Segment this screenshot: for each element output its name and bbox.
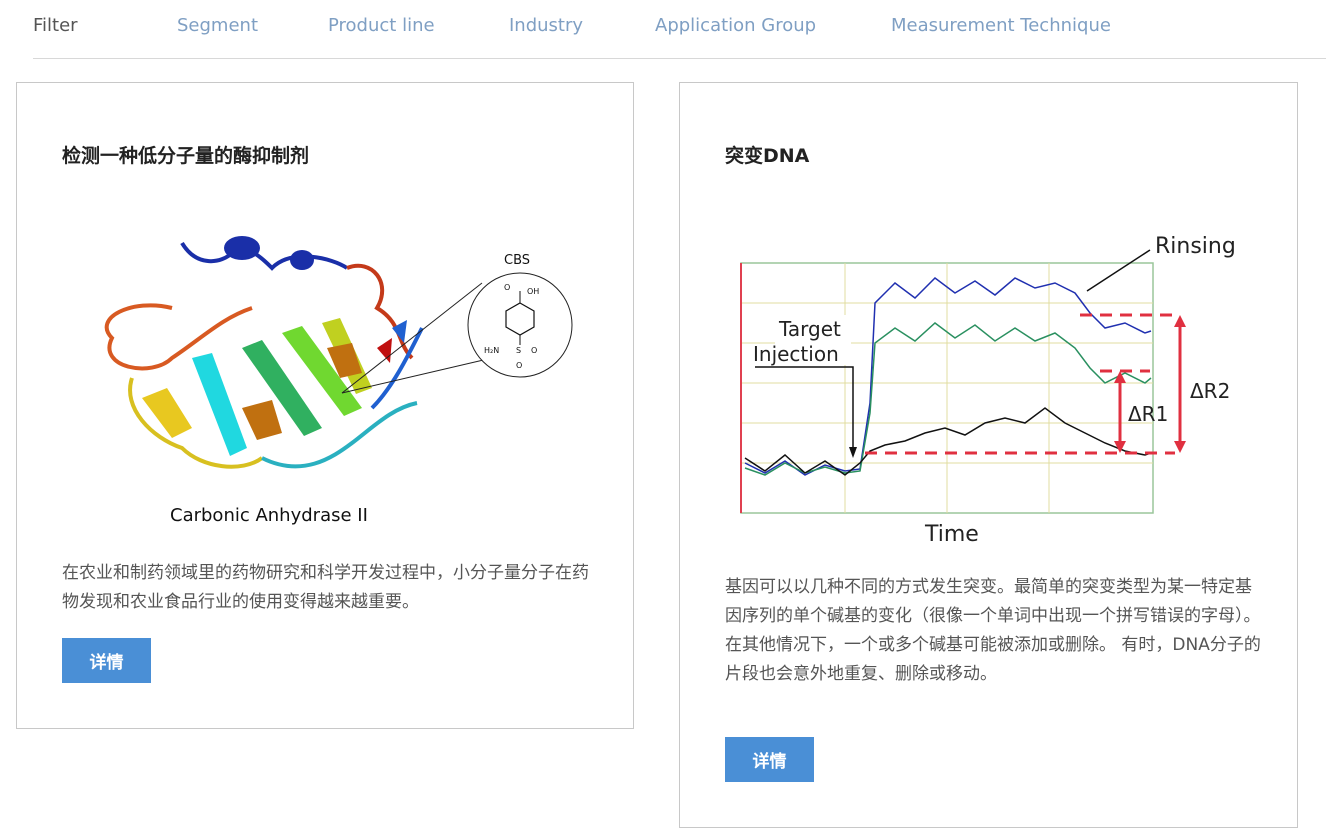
protein-helix-1 xyxy=(224,236,260,260)
filter-segment[interactable]: Segment xyxy=(177,15,258,36)
label-injection: Injection xyxy=(753,342,839,366)
injection-pointer-head xyxy=(849,447,857,458)
label-time: Time xyxy=(924,522,979,547)
protein-sheet-brown-2 xyxy=(327,343,362,378)
protein-sheet-yellow xyxy=(142,388,192,438)
protein-label: Carbonic Anhydrase II xyxy=(170,505,368,526)
atom-carbonyl-o: O xyxy=(504,283,510,292)
protein-sheet-lightgreen xyxy=(282,326,362,416)
trace-blue xyxy=(744,277,1152,476)
atom-s-o: O xyxy=(516,361,522,370)
label-target: Target xyxy=(778,317,841,341)
protein-sheet-cyan xyxy=(192,353,247,456)
callout-line-1 xyxy=(341,357,493,394)
molecule-label: CBS xyxy=(504,253,530,268)
filter-product-line[interactable]: Product line xyxy=(328,15,435,36)
atom-s: S xyxy=(516,346,521,355)
atom-nh2: H₂N xyxy=(484,346,499,355)
protein-loop-cyan xyxy=(261,401,418,469)
label-rinsing: Rinsing xyxy=(1155,234,1236,259)
label-r2: ΔR2 xyxy=(1190,379,1230,403)
injection-pointer xyxy=(755,366,854,453)
protein-sheet-brown xyxy=(242,400,282,440)
filter-label: Filter xyxy=(33,15,78,36)
protein-loop-blue-2 xyxy=(370,327,424,410)
filter-bar: Filter Segment Product line Industry App… xyxy=(33,0,1326,59)
details-button[interactable]: 详情 xyxy=(725,737,814,782)
molecule-callout-circle xyxy=(467,272,573,378)
trace-green xyxy=(744,322,1152,476)
protein-loop-blue xyxy=(180,241,349,271)
atom-cooh: OH xyxy=(527,287,539,296)
r2-arrow-head-up xyxy=(1174,315,1186,327)
label-r1: ΔR1 xyxy=(1128,402,1168,426)
protein-helix-2 xyxy=(290,250,314,270)
r1-arrow-head-down xyxy=(1114,441,1126,453)
card-mutant-dna: 突变DNA Rinsing Target Injection ΔR1 xyxy=(679,82,1298,828)
protein-loop-red xyxy=(346,263,414,360)
card-title: 检测一种低分子量的酶抑制剂 xyxy=(62,145,310,167)
sensorgram-image: Rinsing Target Injection ΔR1 ΔR2 Time xyxy=(740,234,1236,547)
protein-sheet-blue xyxy=(392,320,407,343)
plot-grid xyxy=(741,263,1153,513)
callout-line-2 xyxy=(341,282,483,394)
details-button[interactable]: 详情 xyxy=(62,638,151,683)
protein-loop-orange xyxy=(104,303,253,371)
atom-so-o: O xyxy=(531,346,537,355)
card-enzyme-inhibitor: 检测一种低分子量的酶抑制剂 CBS OH O H₂N S O xyxy=(16,82,634,729)
protein-loop-yellow xyxy=(128,377,264,469)
card-description: 在农业和制药领域里的药物研究和科学开发过程中，小分子量分子在药物发现和农业食品行… xyxy=(62,563,589,612)
filter-application-group[interactable]: Application Group xyxy=(655,15,817,36)
filter-industry[interactable]: Industry xyxy=(509,15,584,36)
r2-arrow-head-down xyxy=(1174,441,1186,453)
filter-measurement-technique[interactable]: Measurement Technique xyxy=(891,15,1111,36)
trace-black xyxy=(744,407,1152,476)
protein-sheet-green xyxy=(242,340,322,436)
target-label-bg xyxy=(775,315,851,365)
r1-arrow-head-up xyxy=(1114,371,1126,383)
protein-structure-image: CBS OH O H₂N S O O Carbonic Anhydrase II xyxy=(104,236,573,526)
card-title: 突变DNA xyxy=(725,145,810,167)
card-description: 基因可以以几种不同的方式发生突变。最简单的突变类型为某一特定基因序列的单个碱基的… xyxy=(725,577,1261,684)
rinsing-pointer xyxy=(1086,249,1151,292)
